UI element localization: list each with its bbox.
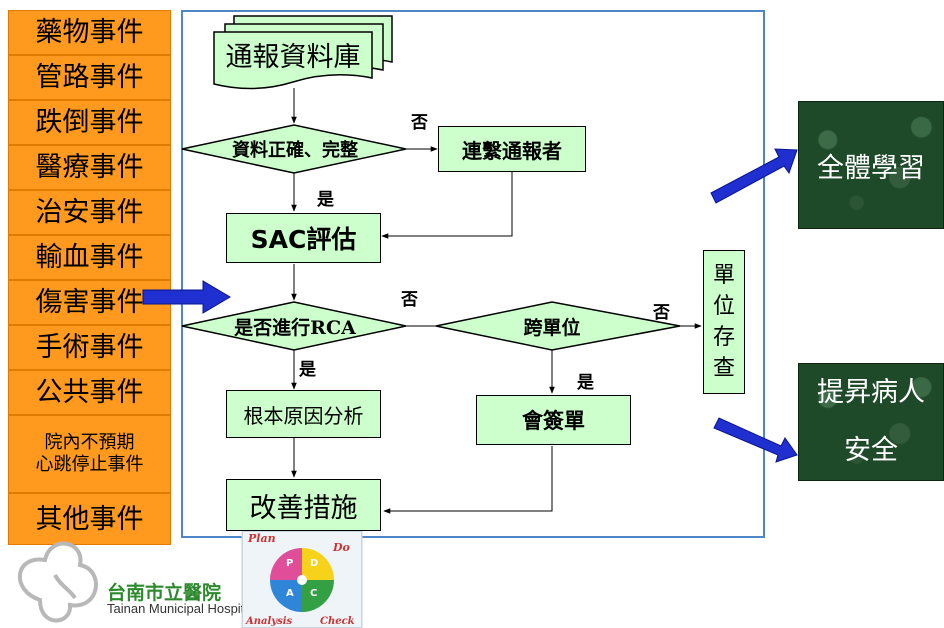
category-other: 其他事件 [8,493,171,545]
cross-unit-label: 跨單位 [523,316,581,339]
category-fall: 跌倒事件 [8,100,171,145]
sac-label: SAC評估 [250,225,357,254]
category-label: 傷害事件 [35,287,144,318]
blue-arrow-up-right-icon [710,148,798,204]
pdca-plan: Plan [248,532,276,545]
category-medical: 醫療事件 [8,145,171,190]
unit-archive-char: 位 [712,294,735,319]
category-public: 公共事件 [8,370,171,415]
no-label: 否 [411,113,428,133]
hospital-name: 台南市立醫院 [107,582,222,604]
no-label: 否 [401,290,418,310]
countersign-box: 會簽單 [476,395,631,445]
category-label-line2: 心跳停止事件 [35,454,144,475]
pdca-d: D [310,558,319,569]
pdca-a: A [286,588,294,599]
pdca-analysis: Analysis [246,616,293,627]
category-label: 跌倒事件 [35,107,144,138]
yes-label: 是 [299,360,316,380]
database-label: 通報資料庫 [225,41,361,73]
category-tube: 管路事件 [8,55,171,100]
category-label: 輸血事件 [35,242,144,273]
learning-box: 全體學習 [798,101,944,229]
no-label: 否 [653,303,670,323]
improvement-box: 改善措施 [226,479,381,531]
blue-arrow-down-right-icon [713,417,798,463]
learning-label: 全體學習 [817,152,925,184]
category-label: 管路事件 [35,62,144,93]
category-transfusion: 輸血事件 [8,235,171,280]
contact-reporter-box: 連繫通報者 [438,126,586,172]
flow-panel [181,10,765,538]
yes-label: 是 [577,373,594,393]
pdca-p: P [286,558,294,569]
category-label: 藥物事件 [35,17,144,48]
improvement-label: 改善措施 [249,492,358,524]
blue-arrow-right-icon [142,280,231,314]
rca-decision-label: 是否進行RCA [234,316,356,339]
yes-label: 是 [317,190,334,210]
category-label: 治安事件 [35,197,144,228]
patient-safety-box: 提昇病人 安全 [798,363,944,481]
root-cause-label: 根本原因分析 [243,403,364,428]
unit-archive-char: 單 [712,263,735,288]
category-label: 醫療事件 [35,152,144,183]
contact-reporter-label: 連繫通報者 [462,138,562,163]
pdca-wheel-icon [270,548,334,612]
hospital-english-name: Tainan Municipal Hospital [107,601,255,616]
pdca-check: Check [320,616,355,627]
category-label: 其他事件 [35,503,144,535]
unit-archive-box: 單 位 存 查 [703,250,745,394]
patient-safety-line1: 提昇病人 [817,377,925,408]
category-label: 公共事件 [35,377,144,408]
category-label-line1: 院內不預期 [44,432,135,453]
database-shape [213,15,393,90]
category-surgery: 手術事件 [8,325,171,370]
patient-safety-line2: 安全 [844,435,898,466]
unit-archive-char: 查 [712,356,735,381]
hospital-logo-icon [18,541,98,623]
pdca-do: Do [333,541,350,554]
category-security: 治安事件 [8,190,171,235]
unit-archive-char: 存 [712,325,735,350]
countersign-label: 會簽單 [522,409,585,433]
category-label: 手術事件 [35,332,144,363]
root-cause-box: 根本原因分析 [226,390,381,438]
category-drug: 藥物事件 [8,10,171,55]
category-cardiac-arrest: 院內不預期 心跳停止事件 [8,415,171,493]
sac-box: SAC評估 [226,213,381,263]
pdca-c: C [310,588,318,599]
check-data-label: 資料正確、完整 [232,140,358,161]
